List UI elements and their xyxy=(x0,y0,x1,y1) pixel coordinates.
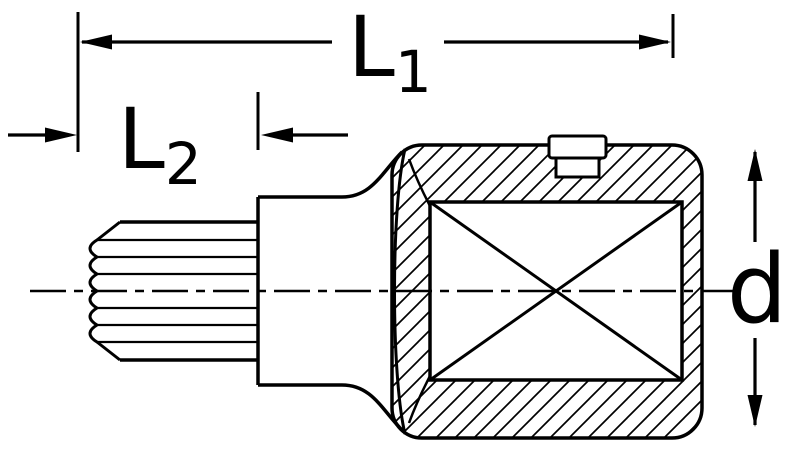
d-label: d xyxy=(727,235,787,345)
d-arrowhead-bottom xyxy=(747,395,763,427)
collar-top-edge xyxy=(258,150,404,199)
dimension-l2: L2 xyxy=(8,90,348,198)
dimension-d: d xyxy=(727,149,787,427)
l1-arrowhead-right xyxy=(639,34,671,50)
socket-drawing xyxy=(30,134,740,440)
l1-arrowhead-left xyxy=(80,34,112,50)
dimension-l1: L1 xyxy=(76,0,675,152)
recess-corner-arc-top xyxy=(407,158,432,207)
l2-arrowhead-left xyxy=(45,127,77,143)
l1-label-base: L xyxy=(348,0,395,96)
l2-label-subscript: 2 xyxy=(165,130,202,198)
recess-diagonal-up xyxy=(429,200,683,382)
l2-arrowhead-right xyxy=(261,127,293,143)
detent-button-stem xyxy=(554,156,601,179)
neck-blend-line xyxy=(393,148,407,435)
recess-corner-arc-bottom xyxy=(407,375,432,424)
collar-bottom-edge xyxy=(258,383,404,432)
d-arrowhead-top xyxy=(747,149,763,181)
l1-label: L1 xyxy=(348,0,432,106)
l2-label: L2 xyxy=(118,90,202,198)
l1-label-subscript: 1 xyxy=(395,38,432,106)
detent-button-cap xyxy=(547,134,608,160)
l2-label-base: L xyxy=(118,90,165,188)
